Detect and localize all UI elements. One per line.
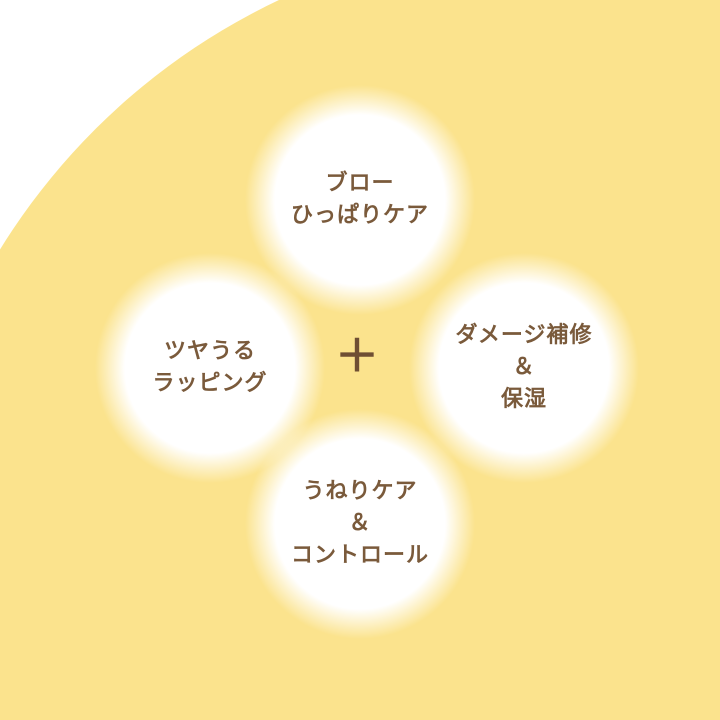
bubble-blow-pull-care-text: ブロー ひっぱりケア: [291, 168, 429, 232]
bubble-wave-care-control-text: うねりケア ＆ コントロール: [291, 476, 429, 572]
bubble-line: コントロール: [290, 542, 429, 568]
plus-icon: ＋: [335, 331, 379, 382]
bubble-line: うねりケア: [302, 479, 418, 505]
bubble-line: 保湿: [500, 386, 547, 412]
bubble-damage-repair-moisture-text: ダメージ補修 ＆ 保湿: [456, 320, 593, 416]
bubble-line: ラッピング: [152, 371, 268, 396]
bubble-wave-care-control: うねりケア ＆ コントロール: [245, 409, 475, 639]
bubble-line: ひっぱりケア: [290, 203, 429, 228]
bubble-line: ツヤうる: [163, 339, 256, 365]
bubble-line: ＆: [512, 355, 536, 381]
bubble-line: ブロー: [325, 171, 395, 197]
bubble-line: ＆: [348, 511, 372, 537]
bubble-line: ダメージ補修: [455, 323, 593, 349]
bubble-gloss-wrapping-text: ツヤうる ラッピング: [152, 336, 267, 400]
